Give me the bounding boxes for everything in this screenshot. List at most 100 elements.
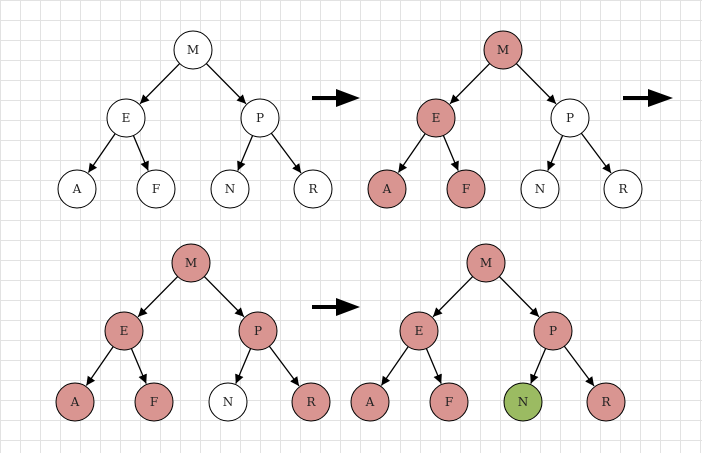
node-circle [134, 382, 174, 422]
edge-P-N [235, 348, 252, 384]
node-label: F [445, 395, 453, 409]
node-circle [240, 98, 280, 138]
node-N: N [520, 169, 560, 209]
node-label: R [601, 395, 611, 409]
node-P: P [550, 98, 590, 138]
edge-M-P [205, 63, 247, 105]
edge-P-N [530, 348, 547, 384]
node-F: F [446, 169, 486, 209]
node-A: A [57, 169, 97, 209]
step-arrow-icon [623, 89, 673, 107]
node-circle [210, 169, 250, 209]
node-circle [57, 169, 97, 209]
node-label: F [152, 182, 160, 196]
node-circle [520, 169, 560, 209]
node-circle [208, 382, 248, 422]
node-circle [55, 382, 95, 422]
edge-M-E [449, 63, 491, 105]
tree-step-3: M E P A F N R [55, 243, 331, 422]
tree-step-4: M E P A F N R [350, 243, 626, 422]
edge-E-A [87, 133, 116, 173]
node-circle [136, 169, 176, 209]
step-arrow-icon [312, 298, 360, 316]
node-label: P [566, 111, 574, 125]
node-label: R [308, 182, 318, 196]
node-A: A [55, 382, 95, 422]
edge-E-F [425, 348, 442, 384]
node-N: N [210, 169, 250, 209]
node-label: E [432, 111, 441, 125]
node-label: F [150, 395, 158, 409]
node-circle [367, 169, 407, 209]
node-label: N [535, 182, 546, 196]
node-label: R [618, 182, 628, 196]
edge-P-R [268, 345, 300, 387]
node-E: E [416, 98, 456, 138]
node-R: R [291, 382, 331, 422]
node-circle [416, 98, 456, 138]
node-label: E [122, 111, 131, 125]
node-circle [503, 382, 543, 422]
edge-M-E [137, 276, 179, 318]
node-P: P [238, 311, 278, 351]
node-circle [399, 311, 439, 351]
edge-M-P [515, 63, 557, 105]
node-label: A [382, 182, 392, 196]
node-label: A [70, 395, 80, 409]
node-P: P [533, 311, 573, 351]
node-N: N [208, 382, 248, 422]
node-circle [533, 311, 573, 351]
edge-P-N [547, 135, 564, 171]
node-circle [238, 311, 278, 351]
edge-M-P [203, 276, 245, 318]
node-R: R [586, 382, 626, 422]
node-label: F [462, 182, 470, 196]
edge-E-A [85, 346, 114, 386]
node-label: N [225, 182, 236, 196]
node-M: M [483, 30, 523, 70]
edge-M-P [498, 276, 540, 318]
node-label: A [365, 395, 375, 409]
node-circle [483, 30, 523, 70]
node-circle [293, 169, 333, 209]
edge-M-E [432, 276, 474, 318]
tree-step-1: M E P A F N R [57, 30, 333, 209]
node-label: E [120, 324, 129, 338]
node-circle [550, 98, 590, 138]
node-A: A [367, 169, 407, 209]
node-N: N [503, 382, 543, 422]
node-E: E [106, 98, 146, 138]
step-arrow-icon [312, 89, 360, 107]
node-label: R [306, 395, 316, 409]
tree-step-2: M E P A F N R [367, 30, 643, 209]
node-label: M [480, 256, 492, 270]
node-P: P [240, 98, 280, 138]
node-A: A [350, 382, 390, 422]
node-label: M [185, 256, 197, 270]
node-label: P [256, 111, 264, 125]
edge-E-F [132, 135, 149, 171]
edge-P-R [270, 132, 302, 174]
edge-E-F [442, 135, 459, 171]
node-label: A [72, 182, 82, 196]
node-label: N [223, 395, 234, 409]
edge-M-E [139, 63, 181, 105]
node-F: F [134, 382, 174, 422]
node-circle [466, 243, 506, 283]
node-E: E [104, 311, 144, 351]
node-M: M [171, 243, 211, 283]
node-label: M [497, 43, 509, 57]
edge-E-F [130, 348, 147, 384]
edge-P-R [580, 132, 612, 174]
node-circle [603, 169, 643, 209]
node-circle [446, 169, 486, 209]
node-label: E [415, 324, 424, 338]
node-circle [429, 382, 469, 422]
node-F: F [429, 382, 469, 422]
node-M: M [466, 243, 506, 283]
node-label: M [187, 43, 199, 57]
node-label: N [518, 395, 529, 409]
node-circle [106, 98, 146, 138]
node-circle [586, 382, 626, 422]
